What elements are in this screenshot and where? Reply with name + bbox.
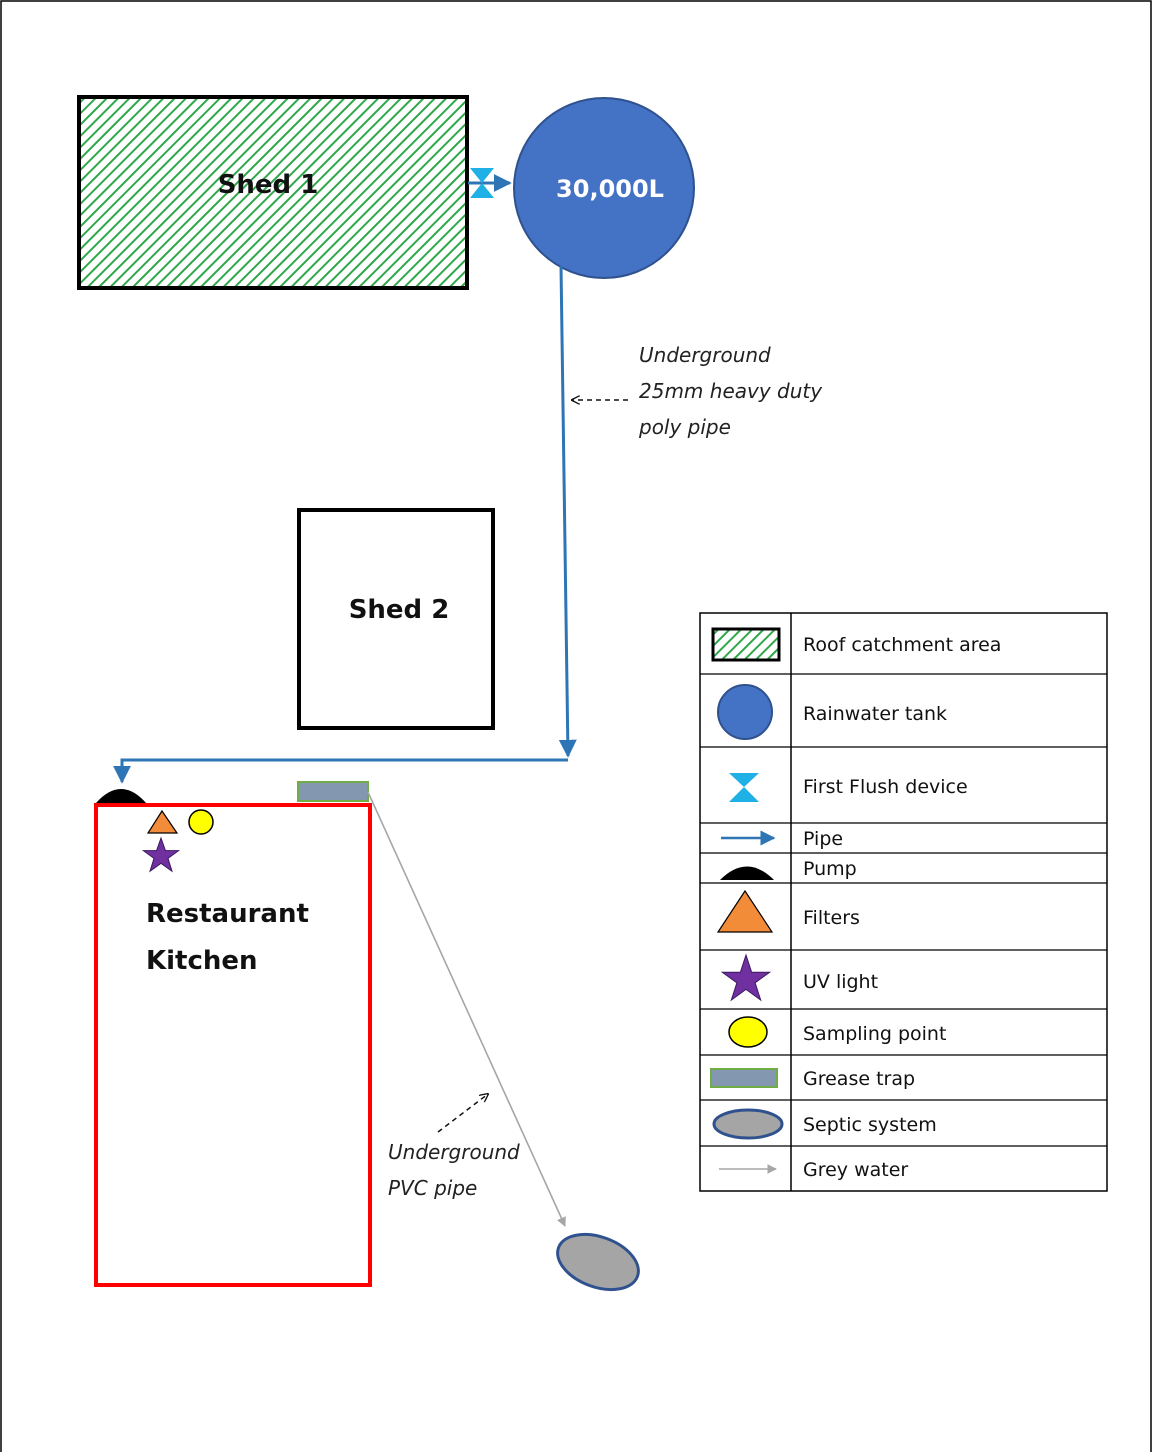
shed-1-label: Shed 1 bbox=[218, 170, 319, 200]
septic-system-icon bbox=[556, 1232, 640, 1292]
kitchen-label-line2: Kitchen bbox=[146, 946, 258, 976]
roof-catchment-icon bbox=[711, 627, 781, 662]
pvc-pipe-pointer bbox=[437, 1094, 488, 1133]
pvc-pipe-note-line1: Underground bbox=[388, 1140, 520, 1164]
filter-icon bbox=[146, 809, 179, 834]
uv-light-legend-icon bbox=[720, 953, 772, 1002]
sampling-point-icon bbox=[188, 809, 214, 835]
legend-label-grey-water: Grey water bbox=[803, 1159, 908, 1181]
shed-2-label: Shed 2 bbox=[349, 595, 450, 625]
pipe-to-kitchen bbox=[113, 758, 568, 784]
uv-light-icon bbox=[141, 836, 181, 873]
kitchen-label-line1: Restaurant bbox=[146, 899, 309, 929]
poly-pipe-note: Underground 25mm heavy duty poly pipe bbox=[638, 343, 823, 439]
rainwater-tank-icon bbox=[513, 97, 695, 279]
grey-water-pipe bbox=[367, 791, 566, 1227]
poly-pipe-note-line3: poly pipe bbox=[638, 415, 731, 439]
pvc-pipe-note: Underground PVC pipe bbox=[388, 1140, 520, 1200]
legend-label-pipe: Pipe bbox=[803, 828, 843, 850]
legend-label-filters: Filters bbox=[803, 907, 860, 929]
septic-system-legend-icon bbox=[712, 1108, 784, 1140]
grease-trap-icon bbox=[297, 781, 369, 802]
tank-capacity-label: 30,000L bbox=[556, 175, 664, 203]
filter-legend-icon bbox=[716, 889, 774, 933]
legend-label-sampling-point: Sampling point bbox=[803, 1023, 946, 1045]
legend: Roof catchment area Rainwater tank First… bbox=[699, 612, 1108, 1192]
rainwater-tank: 30,000L bbox=[513, 97, 695, 279]
first-flush-device bbox=[468, 168, 512, 198]
rainwater-tank-legend-icon bbox=[717, 684, 773, 740]
shed-1: Shed 1 bbox=[77, 95, 469, 290]
legend-label-grease-trap: Grease trap bbox=[803, 1068, 915, 1090]
pipe-tank-down bbox=[558, 265, 577, 758]
legend-label-first-flush: First Flush device bbox=[803, 776, 968, 798]
first-flush-icon bbox=[470, 168, 494, 198]
first-flush-legend-icon bbox=[729, 773, 759, 802]
kitchen-outline bbox=[94, 803, 372, 1287]
pump-icon bbox=[96, 789, 146, 803]
pvc-pipe-note-line2: PVC pipe bbox=[388, 1176, 477, 1200]
shed-2-outline bbox=[297, 508, 495, 730]
pump-legend-icon bbox=[720, 866, 774, 880]
poly-pipe-note-line1: Underground bbox=[639, 343, 771, 367]
legend-label-tank: Rainwater tank bbox=[803, 703, 947, 725]
roof-catchment-area bbox=[77, 95, 469, 290]
restaurant-kitchen: Restaurant Kitchen bbox=[94, 803, 372, 1287]
sampling-point-legend-icon bbox=[728, 1016, 768, 1048]
shed-2: Shed 2 bbox=[297, 508, 495, 730]
legend-label-roof: Roof catchment area bbox=[803, 634, 1001, 656]
legend-label-pump: Pump bbox=[803, 858, 857, 880]
poly-pipe-note-line2: 25mm heavy duty bbox=[639, 379, 823, 403]
legend-label-uv-light: UV light bbox=[803, 971, 878, 993]
grease-trap-legend-icon bbox=[710, 1068, 778, 1088]
legend-label-septic-system: Septic system bbox=[803, 1114, 937, 1136]
